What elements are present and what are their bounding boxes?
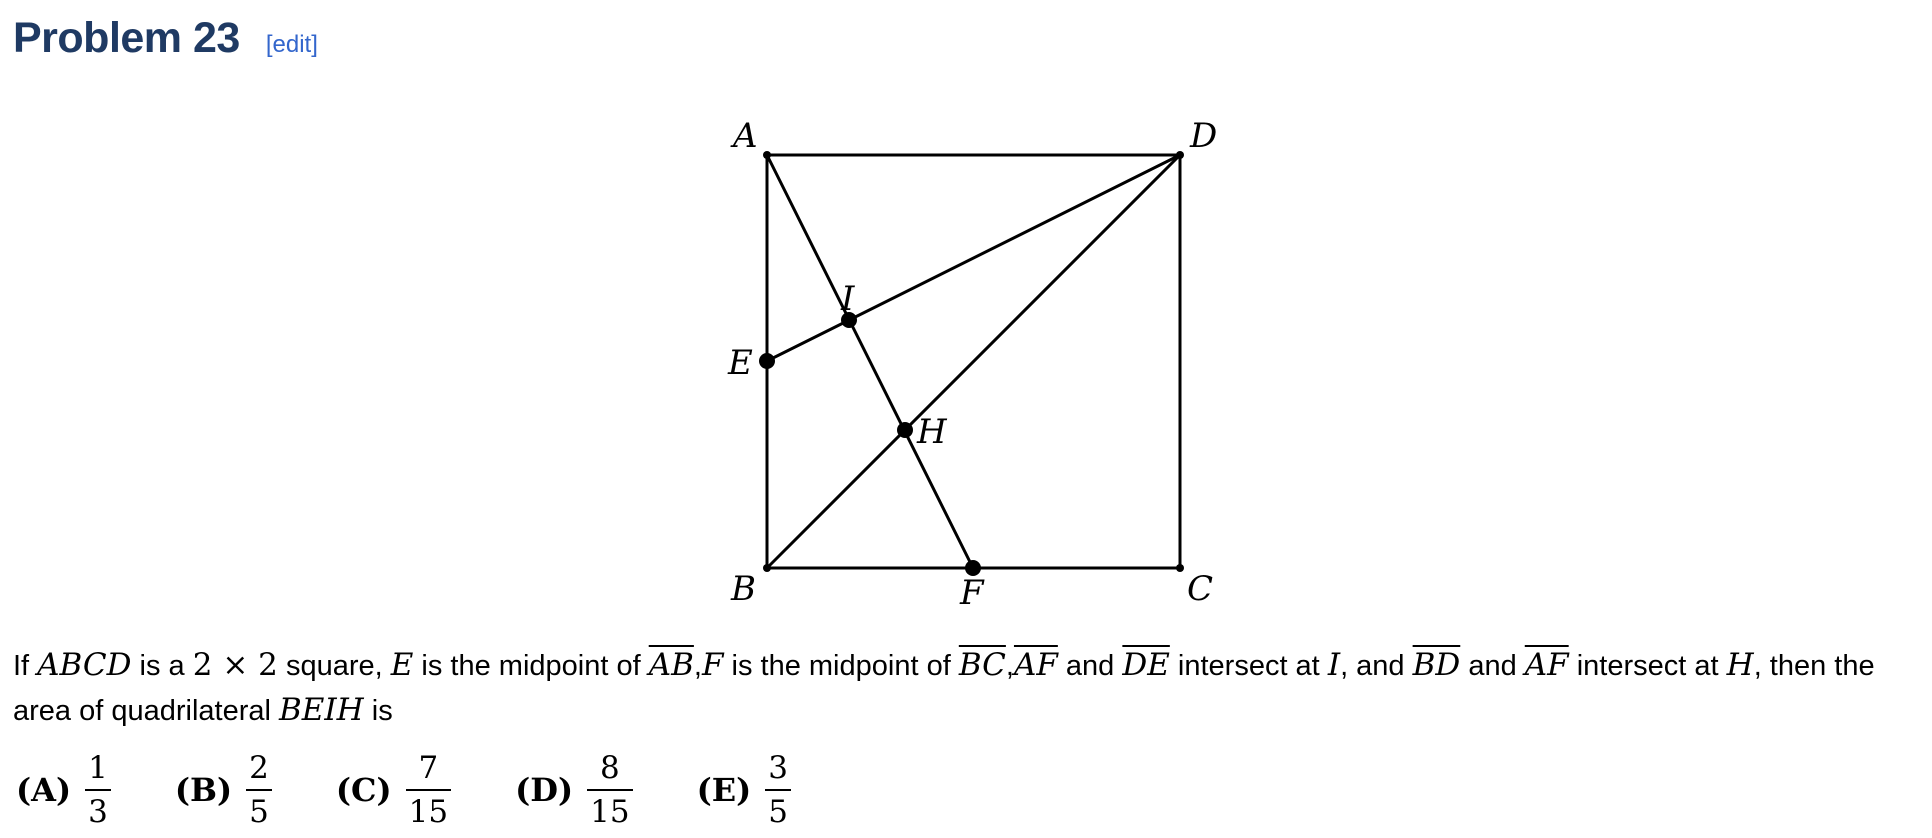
denominator: 3 <box>88 794 108 830</box>
edit-bracket-close: ] <box>311 31 318 58</box>
text-part: is a <box>131 650 193 682</box>
label-i: I <box>840 279 855 319</box>
fraction-bar <box>85 789 111 791</box>
segment-af-text-2: AF <box>1524 647 1569 683</box>
vertex-b-dot <box>763 564 771 572</box>
edit-section: [edit] <box>266 31 318 59</box>
label-d: D <box>1189 116 1217 156</box>
math-abcd: ABCD <box>37 647 132 683</box>
label-b: B <box>730 569 756 609</box>
numerator: 1 <box>88 750 108 786</box>
point-i-dot <box>841 312 857 328</box>
text-part: and <box>1460 650 1525 682</box>
numerator: 7 <box>418 750 439 786</box>
text-part: is the midpoint of <box>413 650 649 682</box>
choice-letter: (B) <box>174 771 233 809</box>
segment-bc-text: BC <box>958 647 1006 683</box>
point-h-dot <box>897 422 913 438</box>
segment-de-text: DE <box>1122 647 1170 683</box>
edit-bracket-open: [ <box>265 31 273 58</box>
square-diagram: A D E I H B F C <box>727 116 1217 613</box>
segment-bd-text: BD <box>1412 647 1461 683</box>
label-f: F <box>959 573 985 613</box>
math-e: E <box>390 647 414 683</box>
text-part: , <box>693 650 702 682</box>
edit-link[interactable]: edit <box>272 31 312 58</box>
text-part: , and <box>1340 650 1413 682</box>
fraction-bar <box>405 789 452 791</box>
segment-af <box>765 153 975 570</box>
math-i: I <box>1327 647 1341 683</box>
text-part: , then the area of quadrilateral <box>13 650 1875 727</box>
vertex-a-dot <box>763 151 771 159</box>
choice-letter: (C) <box>335 771 392 809</box>
choice-letter: (E) <box>696 771 752 809</box>
math-beih: BEIH <box>279 692 364 728</box>
text-part: intersect at <box>1568 650 1727 682</box>
segment-ab-text: AB <box>648 647 694 683</box>
vertex-d-dot <box>1176 151 1184 159</box>
choice-letter: (D) <box>515 771 574 809</box>
text-part: is the midpoint of <box>723 650 959 682</box>
math-h: H <box>1726 647 1754 683</box>
label-h: H <box>916 412 948 452</box>
fraction-bar <box>765 789 791 791</box>
numerator: 8 <box>600 750 620 786</box>
label-e: E <box>727 343 753 383</box>
segment-de <box>765 153 1182 363</box>
point-e-dot <box>759 353 775 369</box>
text-part: , <box>1005 650 1014 682</box>
math-dimensions: 2 × 2 <box>192 647 278 683</box>
numerator: 2 <box>249 750 269 786</box>
vertex-c-dot <box>1176 564 1184 572</box>
problem-statement: If ABCD is a 2 × 2 square, E is the midp… <box>13 643 1928 733</box>
denominator: 5 <box>768 794 788 830</box>
numerator: 3 <box>768 750 788 786</box>
problem-heading: Problem 23 [edit] <box>13 14 318 63</box>
text-part: If <box>13 650 38 682</box>
fraction-bar <box>587 789 633 791</box>
denominator: 5 <box>249 794 269 830</box>
segment-bd <box>765 153 1182 570</box>
choice-letter: (A) <box>16 771 72 809</box>
label-a: A <box>730 116 758 156</box>
segment-af-text: AF <box>1013 647 1058 683</box>
label-c: C <box>1187 569 1213 609</box>
point-f-dot <box>965 560 981 576</box>
fraction-bar <box>246 789 272 791</box>
denominator: 15 <box>408 794 449 830</box>
page-title: Problem 23 <box>13 14 240 62</box>
text-part: intersect at <box>1169 650 1328 682</box>
math-f: F <box>701 647 724 683</box>
text-part: and <box>1057 650 1123 682</box>
text-part: square, <box>277 650 391 682</box>
text-part: is <box>363 695 393 727</box>
denominator: 15 <box>590 794 630 830</box>
